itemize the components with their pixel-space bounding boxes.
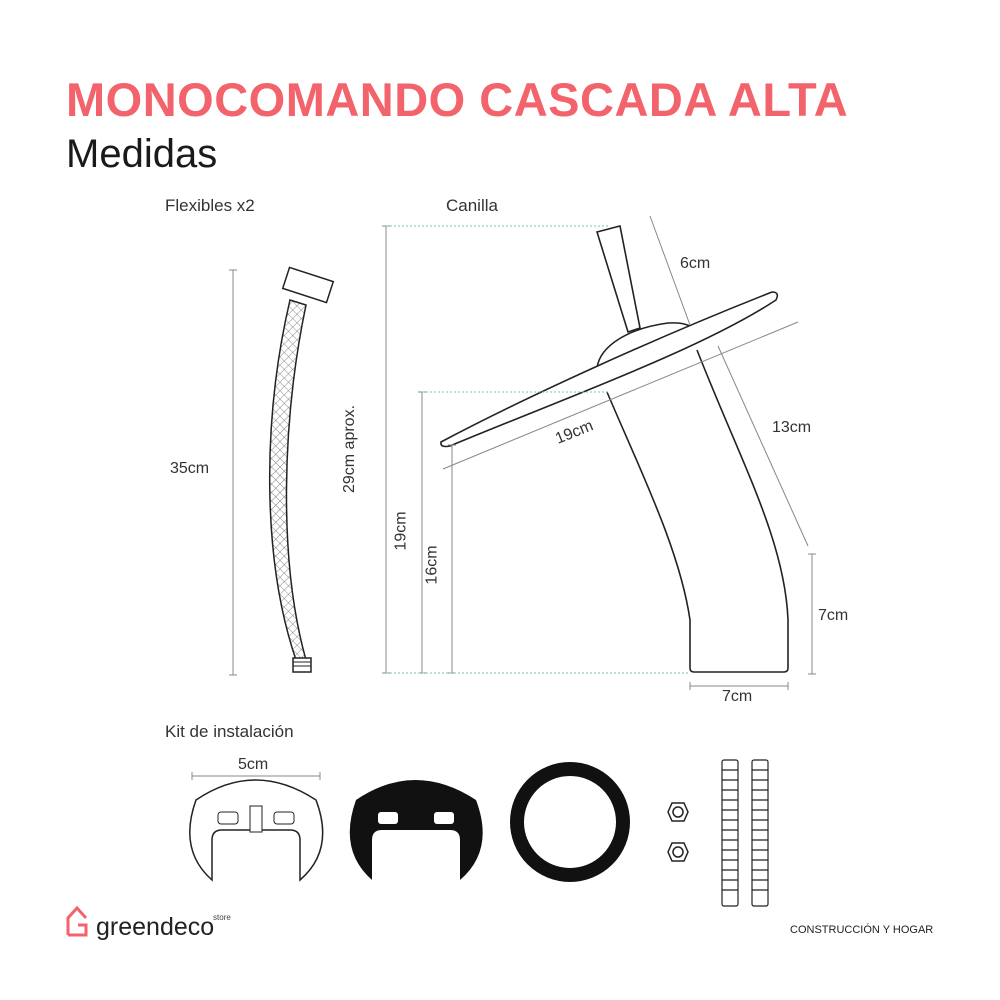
mounting-plate-outline [189, 779, 324, 882]
dim-hose-length: 35cm [170, 460, 210, 477]
dim-spout-top-height: 19cm [392, 511, 410, 551]
dim-body-upper: 13cm [772, 419, 812, 436]
footer-tagline: CONSTRUCCIÓN Y HOGAR [790, 924, 934, 936]
section-kit-label: Kit de instalación [165, 722, 294, 741]
dim-spout-outlet-height: 16cm [423, 545, 441, 585]
product-title: MONOCOMANDO CASCADA ALTA [66, 73, 849, 126]
plate-dimension-line [191, 772, 321, 780]
page-subtitle: Medidas [66, 132, 218, 176]
guide-lines [386, 225, 690, 674]
rubber-ring [510, 762, 630, 882]
faucet-outline [440, 225, 789, 673]
greendeco-logo-icon [66, 905, 88, 937]
dim-total-height: 29cm aprox. [341, 404, 359, 494]
brand-suffix: store [213, 913, 231, 922]
threaded-rods [721, 759, 769, 907]
dim-base-width: 7cm [722, 688, 753, 705]
dim-plate-width: 5cm [238, 756, 269, 773]
dim-handle: 6cm [680, 255, 711, 272]
section-flexibles-label: Flexibles x2 [165, 196, 255, 215]
flexible-hose [269, 266, 335, 673]
mounting-plate-black [349, 780, 483, 880]
dim-body-lower: 7cm [818, 607, 849, 624]
hose-dimension-line [229, 269, 237, 676]
nuts [667, 802, 689, 862]
brand-logo-text: greendeco [96, 913, 215, 941]
section-canilla-label: Canilla [446, 196, 498, 215]
